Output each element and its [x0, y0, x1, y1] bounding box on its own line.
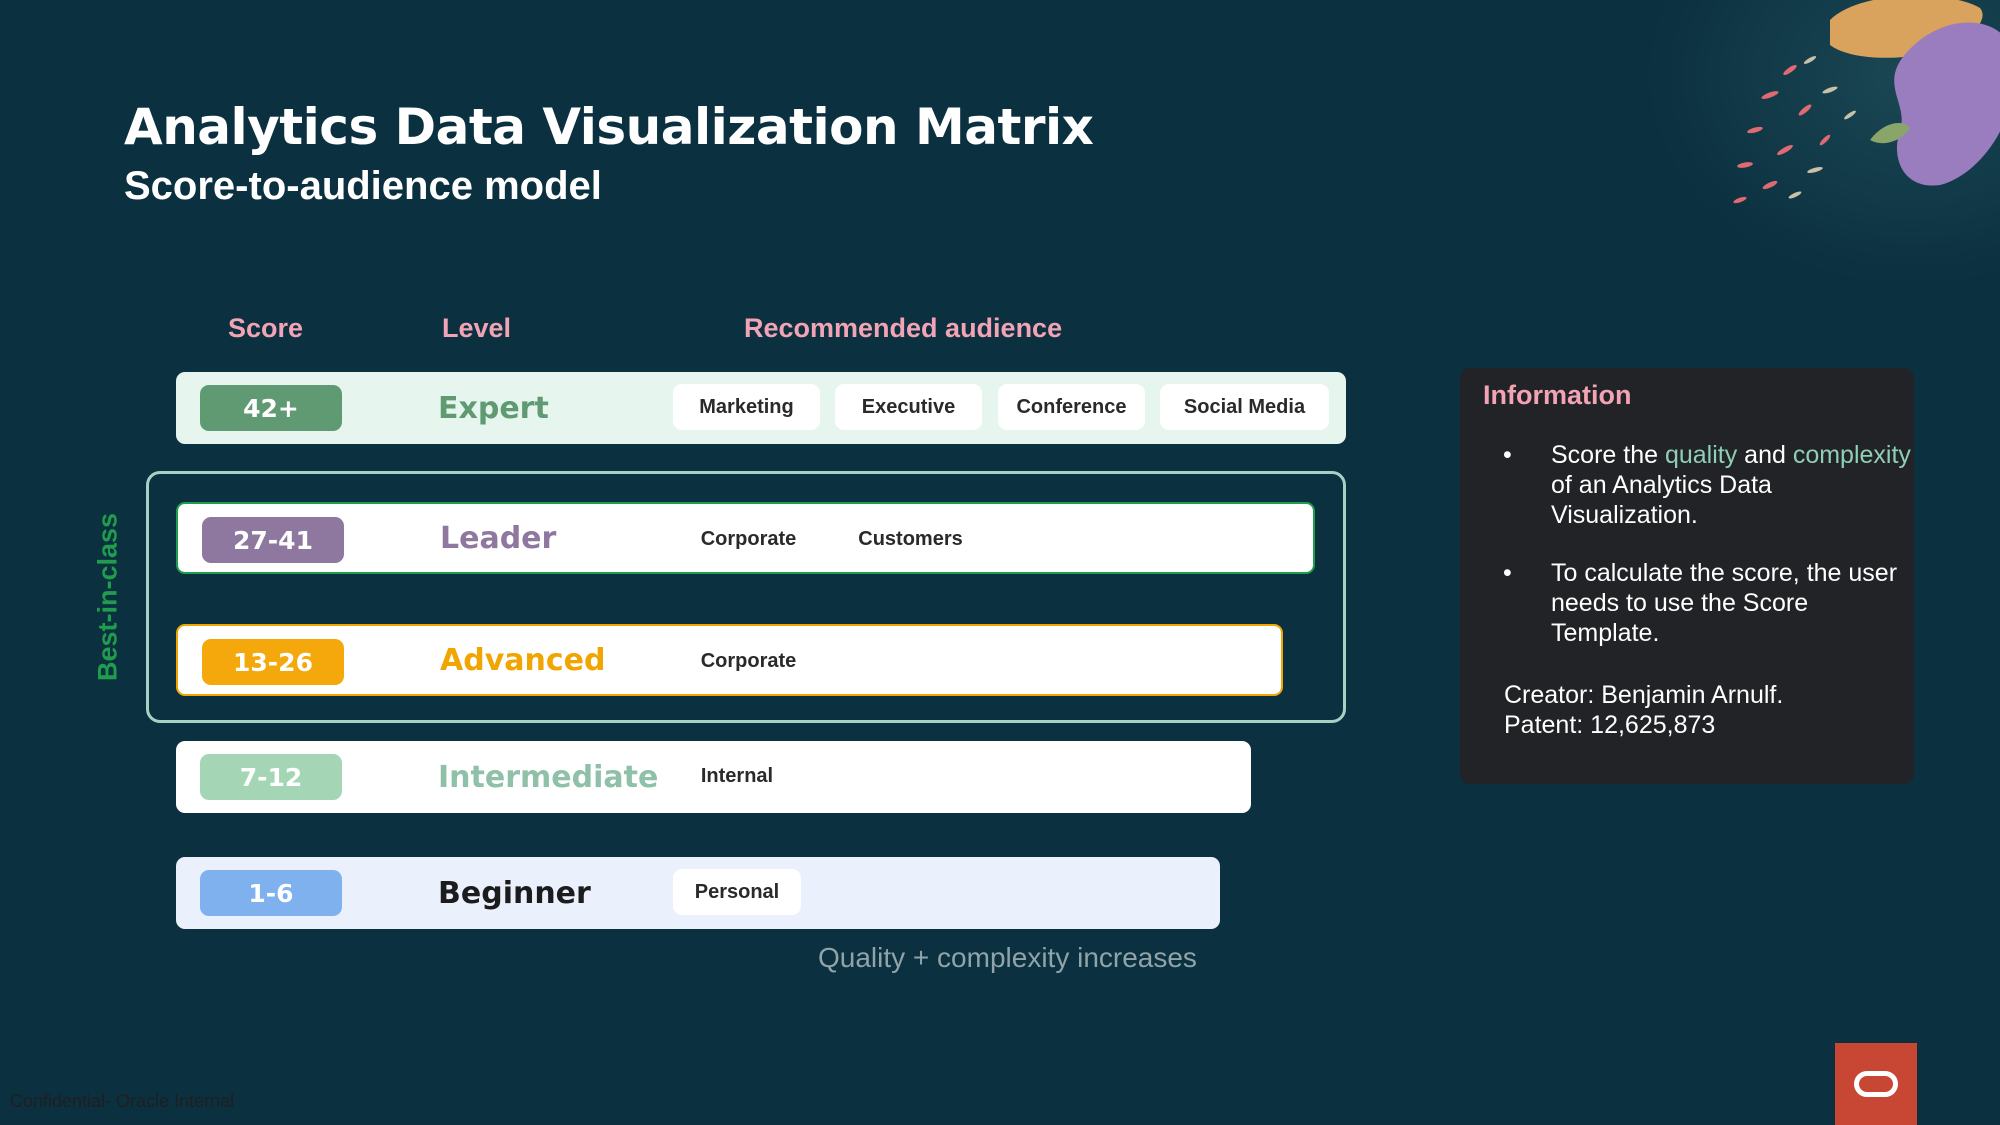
confidential-label: Confidential- Oracle Internal — [10, 1091, 235, 1111]
axis-note: Quality + complexity increases — [818, 942, 1197, 973]
score-badge: 27-41 — [202, 517, 344, 563]
best-in-class-frame — [146, 471, 1346, 723]
audience-chip-internal: Internal — [700, 764, 774, 787]
bullet-text: To calculate the score, the user needs t… — [1551, 559, 1898, 647]
level-label: Leader — [440, 520, 557, 556]
level-label: Advanced — [440, 642, 606, 678]
bullet-text-pre: Score the — [1551, 441, 1665, 469]
audience-chip-corporate: Corporate — [700, 649, 797, 672]
header-score: Score — [228, 313, 304, 343]
bullet-text-post: of an Analytics Data Visualization. — [1551, 471, 1772, 529]
audience-chip-executive: Executive — [835, 384, 982, 430]
audience-chip-corporate: Corporate — [700, 527, 797, 550]
level-label: Beginner — [438, 875, 591, 911]
oracle-ring-icon — [1854, 1071, 1898, 1097]
matrix-row-leader: 27-41 Leader Corporate Customers — [176, 502, 1315, 574]
score-badge: 1-6 — [200, 870, 342, 916]
level-label: Intermediate — [438, 759, 659, 795]
audience-chip-customers: Customers — [858, 527, 963, 550]
header-level: Level — [442, 313, 512, 343]
page-subtitle: Score-to-audience model — [124, 164, 602, 208]
highlight-quality: quality — [1664, 441, 1738, 469]
score-badge: 7-12 — [200, 754, 342, 800]
decorative-leaves-illustration — [1733, 0, 2000, 204]
matrix-row-intermediate: 7-12 Intermediate Internal — [176, 741, 1251, 813]
bullet-icon: • — [1503, 559, 1512, 587]
page-title: Analytics Data Visualization Matrix — [124, 98, 1094, 156]
highlight-complexity: complexity — [1792, 441, 1911, 469]
level-label: Expert — [438, 390, 549, 426]
creator-text: Creator: Benjamin Arnulf. — [1504, 681, 1784, 709]
bullet-icon: • — [1503, 441, 1512, 469]
information-panel: Information • Score the quality and comp… — [1460, 368, 1914, 784]
oracle-logo-icon — [1835, 1043, 1917, 1125]
matrix-row-advanced: 13-26 Advanced Corporate — [176, 624, 1283, 696]
information-list: • Score the quality and complexity of an… — [1460, 440, 1911, 676]
bullet-text-mid: and — [1737, 441, 1793, 469]
information-title: Information — [1483, 380, 1632, 410]
score-badge: 42+ — [200, 385, 342, 431]
creator-info: Creator: Benjamin Arnulf. Patent: 12,625… — [1504, 680, 1783, 740]
matrix-row-expert: 42+ Expert Marketing Executive Conferenc… — [176, 372, 1346, 444]
information-bullet-template: • To calculate the score, the user needs… — [1503, 558, 1911, 648]
score-badge: 13-26 — [202, 639, 344, 685]
information-bullet-score: • Score the quality and complexity of an… — [1503, 440, 1911, 530]
patent-text: Patent: 12,625,873 — [1504, 711, 1716, 739]
best-in-class-label: Best-in-class — [92, 512, 123, 682]
matrix-row-beginner: 1-6 Beginner Personal — [176, 857, 1220, 929]
header-recommended-audience: Recommended audience — [744, 313, 1063, 343]
audience-chip-conference: Conference — [998, 384, 1145, 430]
audience-chip-social-media: Social Media — [1160, 384, 1329, 430]
audience-chip-personal: Personal — [673, 869, 801, 915]
audience-chip-marketing: Marketing — [673, 384, 820, 430]
